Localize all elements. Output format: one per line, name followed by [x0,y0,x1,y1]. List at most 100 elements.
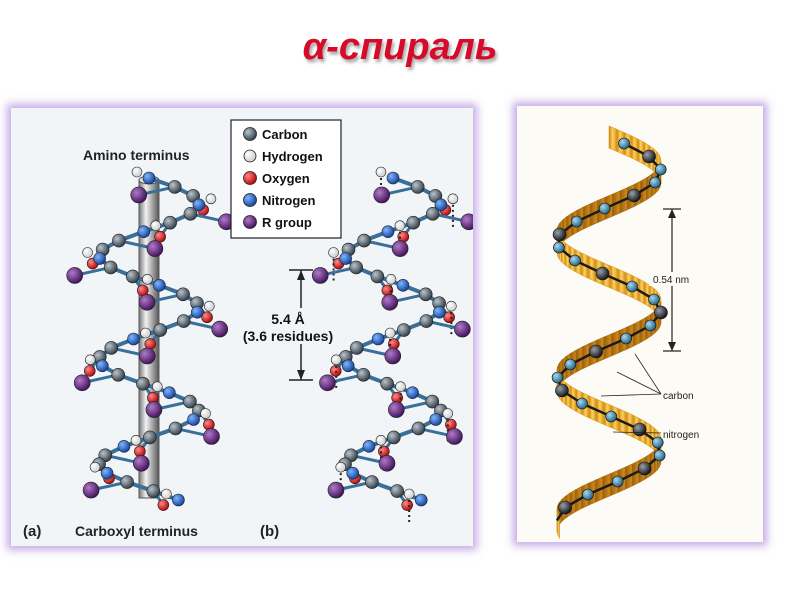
carbon-atom [183,394,197,409]
ribbon-nitrogen-atom [553,241,565,254]
ribbon-helix-svg: 0.54 nm carbon nitrogen [551,125,699,540]
carbon-atom [411,421,426,436]
nitrogen-atom [414,493,428,507]
nitrogen-atom [172,493,185,507]
hydrogen-atom [328,247,339,258]
carbon-atom [370,269,385,284]
ribbon-nitrogen-atom [582,488,594,501]
carbon-atom [387,430,401,445]
nitrogen-atom [153,279,166,292]
pitch-label-bg [233,308,343,344]
ribbon-nitrogen-atom [653,449,666,462]
carbon-atom [125,269,140,284]
legend-carbon-label: Carbon [262,127,308,142]
carbon-atom [120,475,134,489]
r-group-atom [145,401,163,418]
ball-and-stick-figure: Amino terminus Carboxyl terminus (a) (b)… [11,108,478,546]
legend-oxygen-swatch [243,171,257,185]
hydrogen-atom [142,274,153,285]
ribbon-atoms [551,137,668,522]
carbon-atom [136,376,150,391]
r-group-atom [391,240,409,257]
carbon-atom [111,367,126,382]
r-group-atom [388,401,405,418]
carbon-atom [104,341,119,355]
r-group-atom [311,267,329,284]
carbon-callout-lines [600,353,662,397]
atom-legend: Carbon Hydrogen Oxygen Nitrogen R group [230,119,342,239]
hydrogen-atom [385,274,397,285]
legend-carbon-swatch [243,127,257,141]
r-group-atom [146,240,164,257]
nitrogen-atom [362,440,376,453]
carbon-atom [406,215,421,230]
helix-a-atoms [66,166,235,511]
carbon-atom [380,376,394,391]
nitrogen-atom [341,359,355,373]
r-group-atom [446,428,463,445]
r-group-atom [138,347,156,365]
ribbon-nitrogen-atom [626,280,638,293]
nitrogen-atom [100,466,114,480]
ribbon-nitrogen-atom [654,163,667,176]
carbon-atom [365,475,379,489]
ribbon-helix-figure: 0.54 nm carbon nitrogen [517,106,763,542]
nitrogen-atom [371,332,385,346]
r-group-atom [66,267,83,284]
ribbon-carbon-atom [627,188,641,203]
oxygen-atom [157,499,170,511]
hydrogen-atom [335,461,347,473]
hydrogen-atom [375,166,387,178]
hydrogen-atom [140,327,151,339]
hydrogen-atom [394,220,406,231]
hydrogen-atom [446,300,457,312]
legend-rgroup-label: R group [262,215,312,230]
ribbon-nitrogen-atom [569,254,581,267]
carbon-atom [418,287,433,302]
hydrogen-atom [89,461,101,473]
legend-rgroup-swatch [243,215,257,229]
nitrogen-atom [434,198,448,212]
carbon-atom [349,260,364,275]
r-group-atom [378,454,396,472]
nitrogen-atom [93,252,106,265]
carbon-atom [410,180,425,194]
nitrogen-atom [137,225,151,238]
legend-nitrogen-label: Nitrogen [262,193,316,208]
nitrogen-atom [339,252,352,265]
ribbon-carbon-atom [558,500,572,515]
pitch-value: 5.4 Å [271,311,304,327]
r-group-atom [82,481,100,499]
nitrogen-atom [386,171,400,185]
rise-label: 0.54 nm [653,275,689,286]
carbon-atom [176,287,190,302]
hydrogen-atom [395,381,406,392]
hydrogen-atom [152,381,163,392]
ribbon-nitrogen-atom [644,319,657,332]
carbon-atom [425,206,440,221]
r-group-atom [73,374,91,392]
nitrogen-atom [396,279,410,292]
carbon-atom [356,367,371,382]
ball-and-stick-svg: Amino terminus Carboxyl terminus (a) (b)… [23,119,478,540]
ribbon-carbon-atom [637,461,652,476]
oxygen-atom [401,499,413,511]
r-group-atom [460,213,478,231]
carbon-atom [357,233,371,248]
r-group-atom [138,293,156,311]
r-group-atom [203,428,220,445]
carbon-atom [349,341,364,355]
hydrogen-atom [131,166,143,178]
carbon-atom [396,323,411,337]
ribbon-nitrogen-atom [551,371,564,384]
carbon-atom [390,484,404,498]
ribbon-nitrogen-atom [564,358,577,371]
ribbon-carbon-atom [654,305,668,320]
nitrogen-atom [117,440,131,453]
ribbon-carbon-atom [632,422,647,437]
amino-terminus-label: Amino terminus [83,147,190,163]
hydrogen-atom [82,247,93,258]
nitrogen-atom [142,171,156,185]
carboxyl-terminus-label: Carboxyl terminus [75,523,198,539]
ribbon-nitrogen-atom [649,176,661,189]
